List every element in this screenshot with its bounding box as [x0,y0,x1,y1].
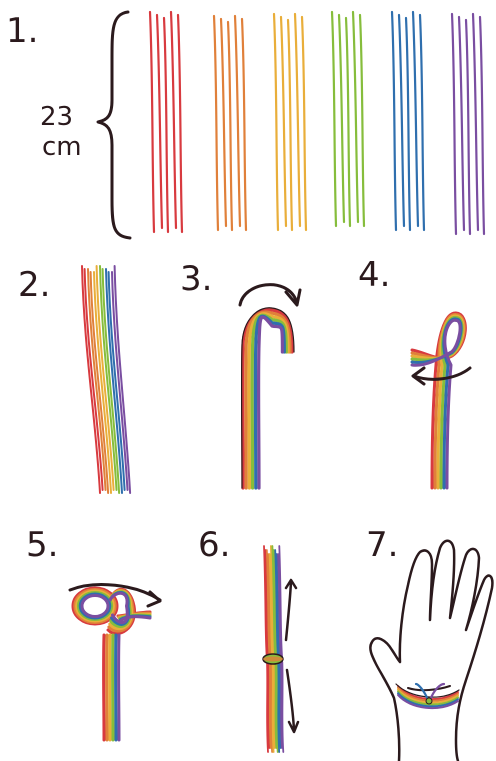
thread-strand [413,12,418,226]
thread-strand [274,14,278,230]
step-7-label: 7. [366,525,398,565]
step-4-loop [412,313,465,488]
step-3-label: 3. [180,259,212,299]
thread-strand [288,20,292,230]
thread-strand [466,20,470,234]
measurement-value: 23 [40,102,73,132]
thread-strand [221,19,226,226]
thread-strand [295,14,300,226]
thread-strand [282,662,283,752]
step-3-bent-threads [242,308,294,488]
step-7-bracelet-on-wrist [396,684,459,708]
thread-strand [332,12,336,226]
thread-strand [353,12,358,222]
thread-loop [82,596,108,617]
thread-strand [171,12,176,228]
pull-down-arrow-icon [287,670,298,732]
thread-strand [473,14,478,230]
thread-strand [235,16,240,226]
thread-strand [164,18,168,232]
thread-strand [360,15,364,226]
knot-band [263,657,283,662]
step-2-gathered-threads [82,266,130,493]
measurement-unit: cm [42,132,82,162]
palm-crease [408,686,450,690]
thread-strand [452,14,456,234]
thread-strand [157,15,162,228]
step-5-knot [73,588,150,740]
thread-strand [281,17,286,226]
thread-strand [85,269,103,490]
thread-strand [480,17,484,234]
step-1-label: 1. [6,11,38,51]
thread-strand [242,19,246,230]
length-brace-icon [98,12,130,238]
hand-outline [370,541,492,761]
thread-strand [346,18,350,226]
step-1-thread-bundles [150,12,484,234]
thread-strand [406,18,410,230]
thread-strand [150,12,154,232]
thread-strand [214,16,218,230]
thread-strand [399,15,404,226]
thread-strand [302,17,306,230]
step-4-label: 4. [358,255,390,295]
thread-strand [459,17,464,230]
step-6-label: 6. [198,525,230,565]
thread-strand [228,22,232,230]
thread-strand [259,317,283,488]
step-2-label: 2. [18,265,50,305]
thread-strand [420,15,424,230]
step-6-tightened-knot [263,546,283,752]
bracelet-knot [426,698,432,704]
thread-strand [392,12,396,230]
step-5-label: 5. [26,525,58,565]
thread-strand [178,15,182,232]
pull-up-arrow-icon [286,580,296,640]
arrowhead-icon [286,290,300,305]
hand-drawing [370,541,492,761]
thread-strand [339,15,344,222]
